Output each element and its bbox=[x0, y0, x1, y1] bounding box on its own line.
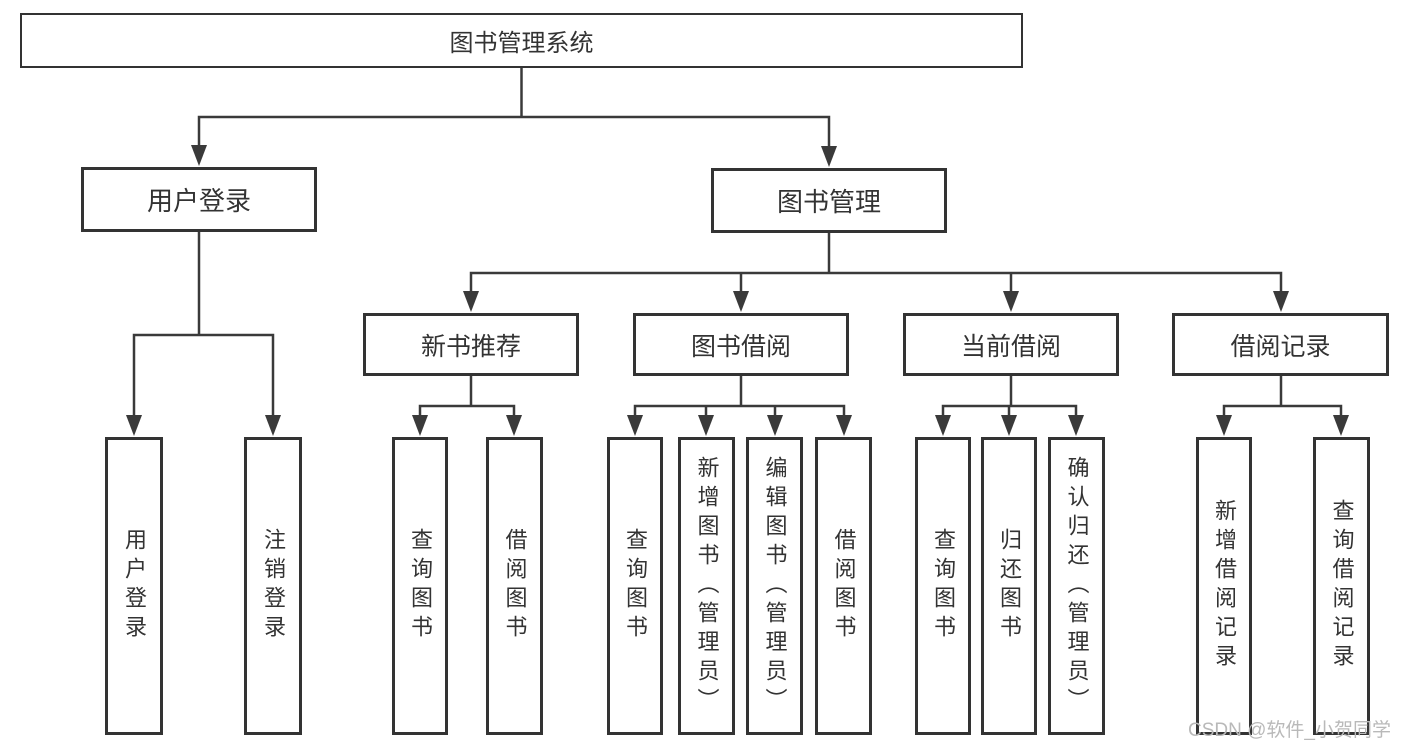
node-label: 图书借阅 bbox=[690, 332, 791, 361]
node-label: 图书管理 bbox=[776, 187, 881, 217]
arrowhead bbox=[191, 145, 207, 166]
arrowhead bbox=[935, 415, 951, 436]
connector-borrow-split bbox=[633, 404, 846, 416]
arrowhead bbox=[821, 146, 837, 167]
connector-records-split bbox=[1222, 404, 1343, 416]
leaf-label: 查询图书 bbox=[623, 528, 648, 644]
node-borrow-records: 借阅记录 bbox=[1172, 313, 1389, 376]
arrowhead bbox=[463, 291, 479, 312]
leaf-label: 归还图书 bbox=[997, 528, 1022, 644]
node-label: 借阅记录 bbox=[1230, 332, 1331, 361]
csdn-watermark: CSDN @软件_小贺同学 bbox=[1188, 720, 1391, 741]
node-user-login: 用户登录 bbox=[81, 167, 317, 232]
arrowhead bbox=[265, 415, 281, 436]
leaf-label: 编辑图书（管理员） bbox=[762, 455, 788, 717]
node-new-book-recommend: 新书推荐 bbox=[363, 313, 579, 376]
arrowhead bbox=[836, 415, 852, 436]
arrowhead bbox=[627, 415, 643, 436]
arrowheads bbox=[126, 145, 1349, 436]
leaf-label: 用户登录 bbox=[122, 528, 147, 644]
node-book-management: 图书管理 bbox=[711, 168, 947, 233]
leaf-edit-books-admin: 编辑图书（管理员） bbox=[746, 437, 803, 735]
leaf-add-books-admin: 新增图书（管理员） bbox=[678, 437, 735, 735]
arrowhead bbox=[767, 415, 783, 436]
leaf-label: 确认归还（管理员） bbox=[1064, 455, 1090, 717]
leaf-label: 查询借阅记录 bbox=[1329, 499, 1355, 673]
arrowhead bbox=[126, 415, 142, 436]
node-root: 图书管理系统 bbox=[20, 13, 1023, 68]
arrowhead bbox=[1003, 291, 1019, 312]
node-label: 新书推荐 bbox=[420, 332, 521, 361]
leaf-label: 新增图书（管理员） bbox=[694, 455, 720, 717]
leaf-label: 借阅图书 bbox=[502, 528, 528, 644]
arrowhead bbox=[1001, 415, 1017, 436]
leaf-label: 查询图书 bbox=[408, 528, 433, 644]
connector-bookmgmt-split bbox=[469, 271, 1283, 292]
leaf-return-books: 归还图书 bbox=[981, 437, 1037, 735]
arrowhead bbox=[733, 291, 749, 312]
leaf-user-login: 用户登录 bbox=[105, 437, 163, 735]
arrowhead bbox=[412, 415, 428, 436]
leaf-label: 新增借阅记录 bbox=[1212, 499, 1237, 673]
leaf-confirm-return-admin: 确认归还（管理员） bbox=[1048, 437, 1105, 735]
arrowhead bbox=[1216, 415, 1232, 436]
connector-newbook-split bbox=[418, 404, 516, 416]
node-label: 当前借阅 bbox=[960, 332, 1061, 361]
leaf-query-books-recommend: 查询图书 bbox=[392, 437, 448, 735]
leaf-query-books-current: 查询图书 bbox=[915, 437, 971, 735]
leaf-label: 注销登录 bbox=[261, 528, 286, 644]
arrowhead bbox=[1333, 415, 1349, 436]
leaf-label: 借阅图书 bbox=[831, 528, 857, 644]
leaf-borrow-books: 借阅图书 bbox=[815, 437, 872, 735]
arrowhead bbox=[698, 415, 714, 436]
arrowhead bbox=[1068, 415, 1084, 436]
leaf-logout: 注销登录 bbox=[244, 437, 302, 735]
connector-root-split bbox=[197, 115, 831, 147]
connector-userlogin-split bbox=[132, 333, 275, 416]
leaf-query-books-borrow: 查询图书 bbox=[607, 437, 663, 735]
arrowhead bbox=[506, 415, 522, 436]
node-current-borrow: 当前借阅 bbox=[903, 313, 1119, 376]
leaf-label: 查询图书 bbox=[931, 528, 956, 644]
arrowhead bbox=[1273, 291, 1289, 312]
leaf-query-borrow-record: 查询借阅记录 bbox=[1313, 437, 1370, 735]
node-label: 用户登录 bbox=[146, 186, 251, 216]
node-book-borrow: 图书借阅 bbox=[633, 313, 849, 376]
leaf-borrow-books-recommend: 借阅图书 bbox=[486, 437, 543, 735]
leaf-add-borrow-record: 新增借阅记录 bbox=[1196, 437, 1252, 735]
node-root-label: 图书管理系统 bbox=[449, 30, 594, 57]
